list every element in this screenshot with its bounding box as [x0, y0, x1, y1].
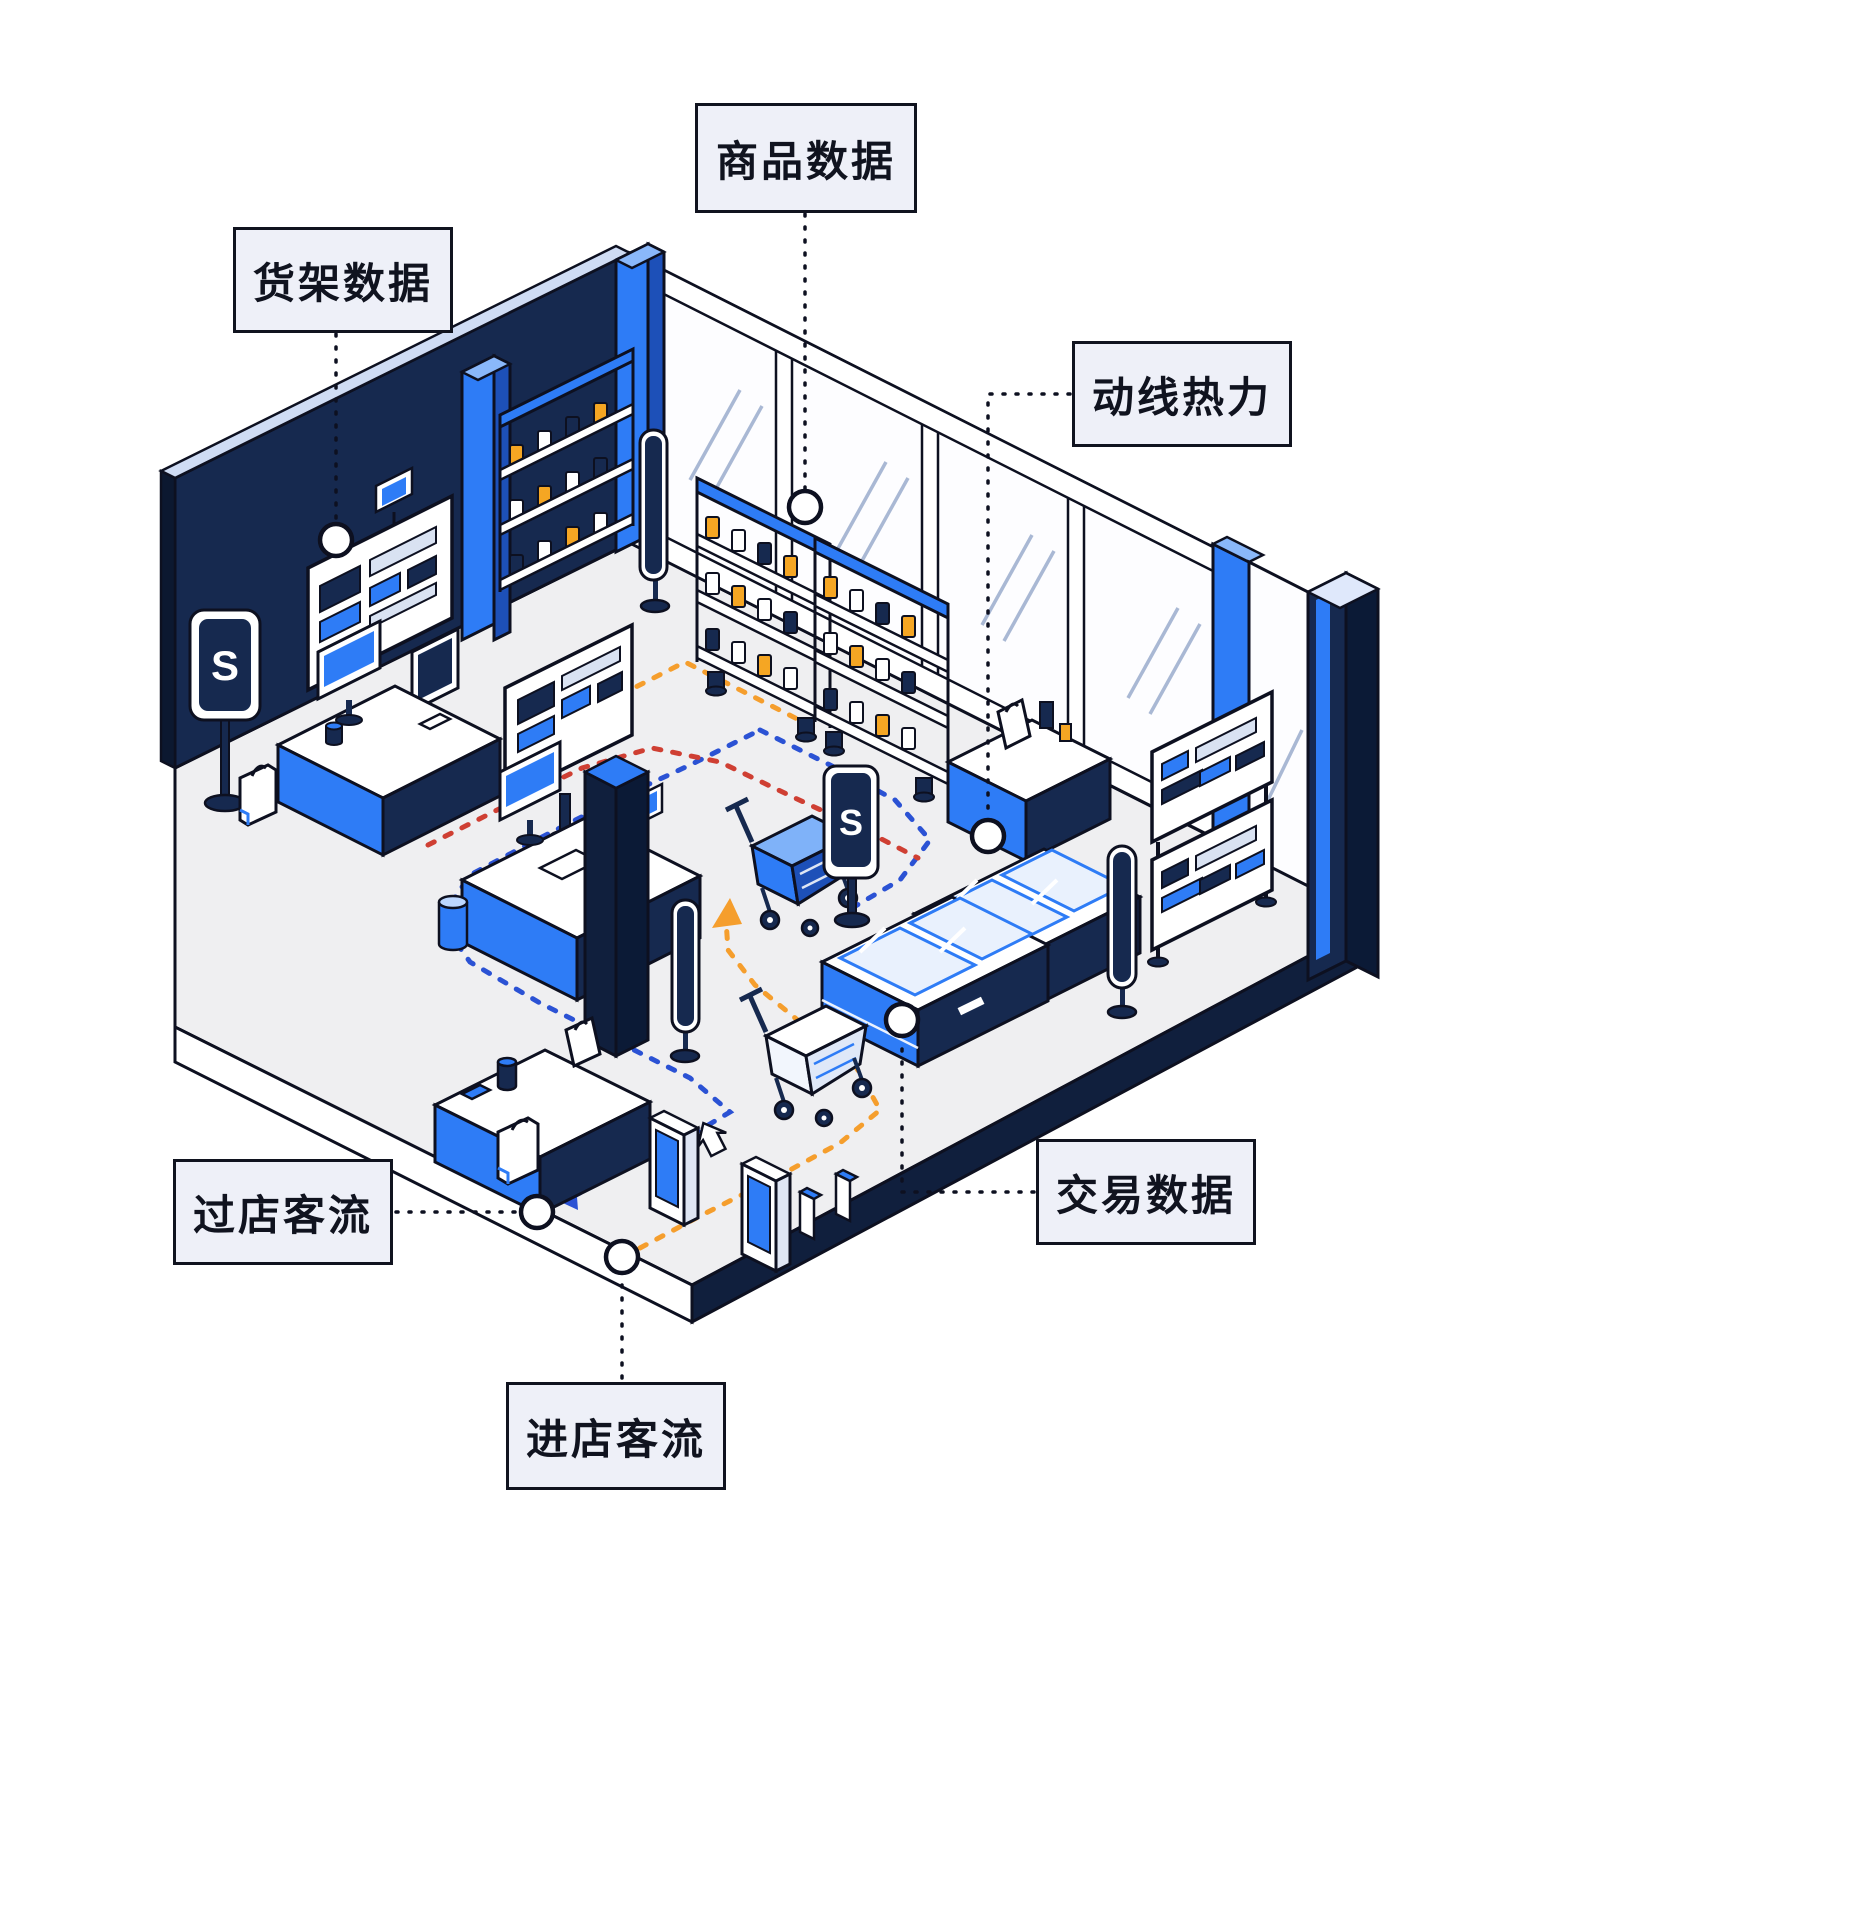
cup: [325, 721, 343, 731]
shopping-bag-floor: [496, 1116, 540, 1186]
bottle: [1039, 701, 1054, 729]
mid-wall-pillar-blue: [459, 353, 513, 643]
gondola-items: [705, 516, 798, 690]
coffee-cup: [496, 1056, 518, 1092]
gate-tower-1: [647, 1109, 701, 1228]
label-product-data: 商品数据: [695, 103, 917, 213]
shopping-bag-counter: [996, 697, 1032, 751]
floor-edge-light: [173, 1024, 694, 1325]
freezer-handle: [957, 996, 985, 1016]
glass-reflections: [688, 389, 1202, 715]
s-standee-center: S: [822, 764, 880, 929]
corner-pillar: [1305, 570, 1381, 983]
card-reader: [459, 1083, 493, 1101]
shopping-bag-counter: [564, 1015, 602, 1069]
s-sign-text: S: [839, 802, 863, 843]
flow-path-orange-2: [617, 659, 818, 731]
mirror-stand-right: [1106, 844, 1138, 1020]
s-standee-left: S: [188, 608, 262, 813]
label-enter-traffic-text: 进店客流: [525, 1415, 706, 1463]
cup: [1059, 723, 1072, 742]
gate-post-2: [833, 1168, 860, 1224]
label-shelf-data: 货架数据: [233, 227, 453, 333]
mirror-stand-top: [638, 428, 671, 614]
label-path-heat-text: 动线热力: [1091, 373, 1272, 421]
digital-tower: [582, 754, 651, 1059]
pos-monitor: [498, 739, 562, 846]
label-passby-traffic: 过店客流: [173, 1159, 393, 1265]
label-shelf-data-text: 货架数据: [252, 259, 433, 307]
pos-monitor: [316, 618, 382, 726]
connector-transaction: [900, 1036, 1036, 1194]
s-sign-text: S: [211, 642, 239, 689]
card-reader: [417, 712, 453, 731]
node-shelf-data: [317, 521, 355, 559]
label-enter-traffic: 进店客流: [506, 1382, 726, 1490]
callout-nodes: [317, 488, 1007, 1276]
gondola-shelf: [695, 475, 832, 743]
flow-path-blue-2: [757, 727, 934, 911]
dashboard-widgets: [517, 645, 623, 754]
shopping-cart-2: [738, 986, 873, 1128]
flow-path-blue: [436, 727, 763, 1199]
entrance-gates: [647, 1109, 860, 1274]
gate-tower-2: [739, 1155, 793, 1274]
label-path-heat: 动线热力: [1072, 341, 1292, 447]
floor-arrow: [696, 1121, 728, 1158]
node-path-heat: [969, 817, 1007, 855]
node-product-data: [786, 488, 824, 526]
wall-shelf-unit: [498, 346, 635, 593]
gate-post-1: [797, 1186, 824, 1242]
bin-cylinder: [437, 894, 469, 952]
shopping-bag-floor-left: [238, 763, 278, 827]
callout-connectors: [334, 212, 1072, 1380]
flow-arrow-orange: [712, 898, 742, 928]
mirror-stand-mid: [669, 898, 701, 1064]
node-transaction: [883, 1001, 921, 1039]
dashboard-widgets: [319, 525, 437, 644]
node-passby: [518, 1193, 556, 1231]
node-enter: [603, 1238, 641, 1276]
freezer-chest-front: [818, 895, 1052, 1069]
label-passby-traffic-text: 过店客流: [192, 1191, 373, 1239]
label-transaction-data-text: 交易数据: [1055, 1171, 1236, 1219]
connector-path-heat: [986, 392, 1072, 820]
label-transaction-data: 交易数据: [1036, 1139, 1256, 1245]
checkout-counter-1: [274, 618, 504, 858]
label-product-data-text: 商品数据: [715, 137, 896, 185]
stacked-dashboards: [1147, 689, 1277, 968]
